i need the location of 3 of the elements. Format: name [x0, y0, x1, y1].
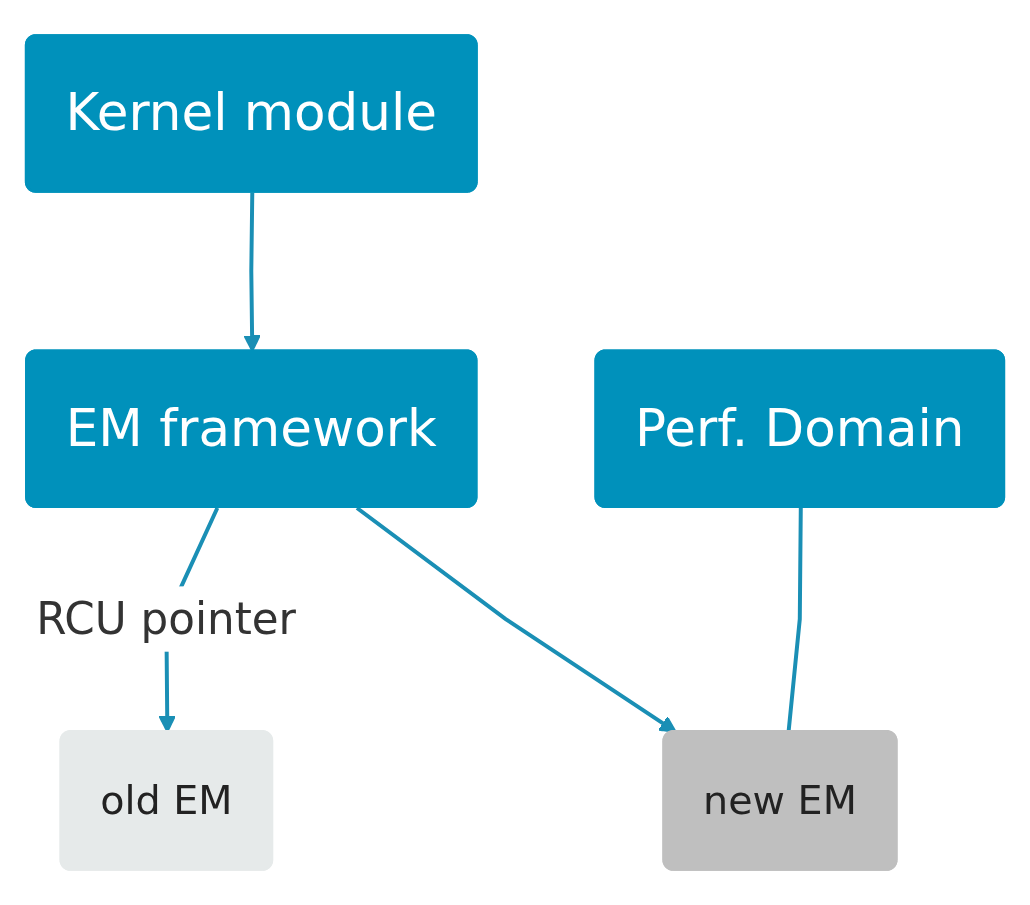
- edge-label: RCU pointer: [36, 594, 297, 644]
- arrow: [355, 506, 677, 733]
- connector: [786, 508, 803, 733]
